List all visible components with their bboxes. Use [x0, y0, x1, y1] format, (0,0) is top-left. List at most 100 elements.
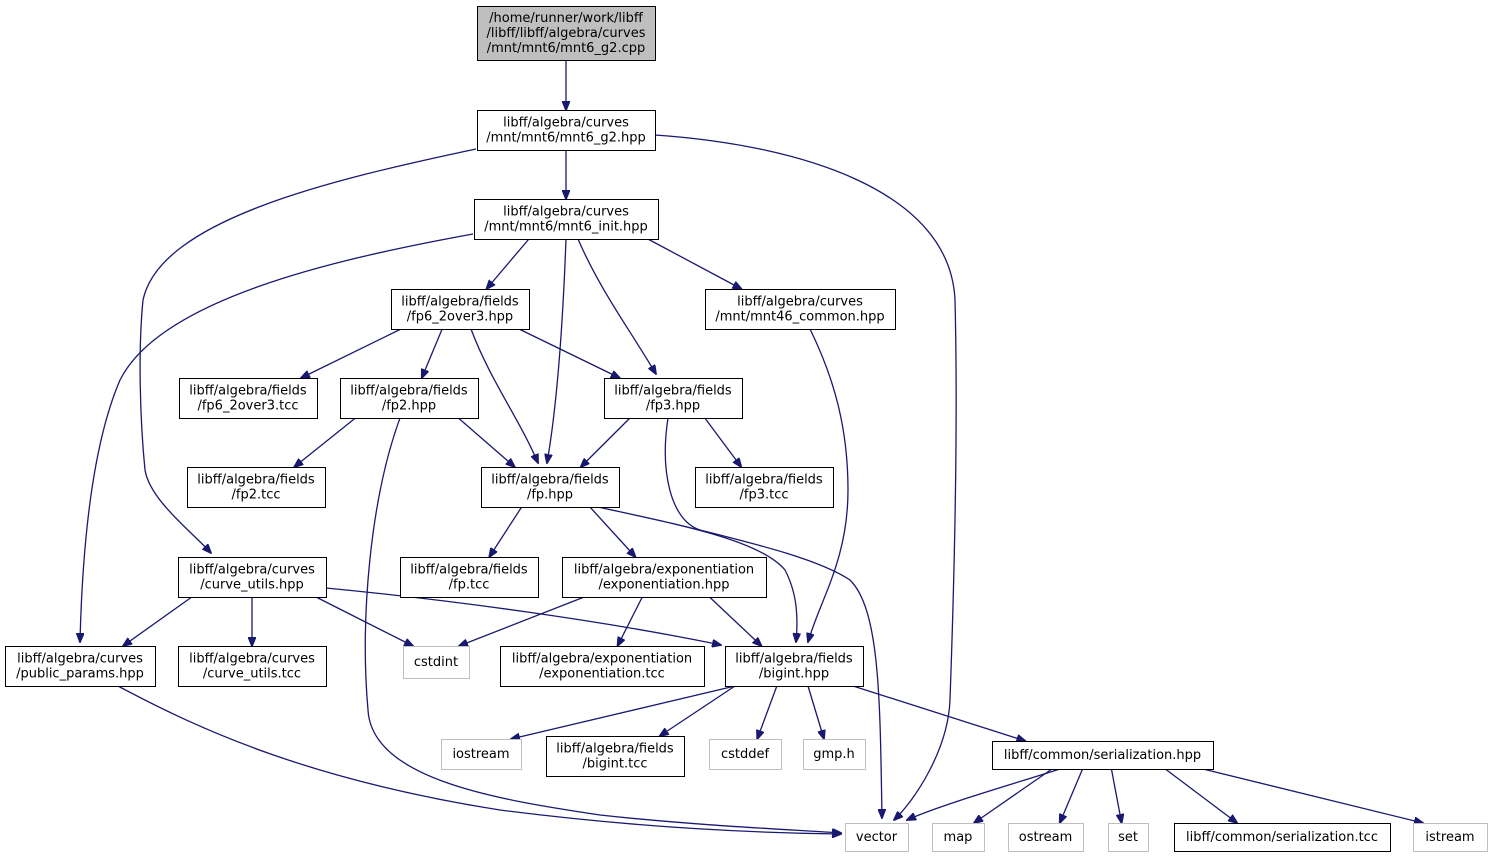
node-label-line: libff/algebra/fields — [735, 652, 853, 667]
node-label-line: /exponentiation.tcc — [539, 667, 665, 682]
node-box — [1008, 823, 1084, 852]
edge-line — [518, 328, 620, 378]
edge-line — [80, 233, 474, 642]
edge-line — [577, 238, 656, 374]
node-box — [400, 557, 539, 598]
edge-mnt6_g2_hpp-to-vector — [654, 134, 957, 820]
node-label-line: /fp2.tcc — [231, 488, 280, 503]
node-bigint-tcc[interactable]: libff/algebra/fields/bigint.tcc — [546, 736, 685, 777]
node-label-line: libff/algebra/curves — [503, 116, 629, 131]
edge-serialization_hpp-to-ostream — [1060, 768, 1084, 823]
node-label-line: vector — [856, 830, 898, 845]
node-label-line: map — [944, 830, 973, 845]
node-map: map — [932, 823, 985, 852]
edge-line — [487, 238, 530, 289]
node-serialization-hpp[interactable]: libff/common/serialization.hpp — [992, 741, 1214, 770]
edge-fp3_hpp-to-vector — [664, 417, 882, 818]
edge-line — [301, 328, 402, 378]
node-label-line: /fp2.hpp — [382, 399, 436, 414]
node-label-line: libff/algebra/exponentiation — [512, 652, 692, 667]
node-box — [695, 467, 834, 508]
node-bigint-hpp[interactable]: libff/algebra/fields/bigint.hpp — [725, 646, 864, 687]
node-box — [705, 289, 896, 330]
node-label-line: /fp6_2over3.hpp — [407, 310, 513, 325]
node-label-line: libff/algebra/fields — [189, 384, 307, 399]
edge-bigint_hpp-to-cstddef — [757, 685, 778, 739]
node-box — [178, 646, 327, 687]
node-fp6-2over3-tcc[interactable]: libff/algebra/fields/fp6_2over3.tcc — [179, 378, 318, 419]
edge-line — [422, 328, 443, 378]
node-label-line: ostream — [1019, 830, 1073, 845]
node-box — [477, 6, 656, 61]
node-fp2-hpp[interactable]: libff/algebra/fields/fp2.hpp — [340, 378, 479, 419]
edge-curve_utils_hpp-to-public_params_hpp — [123, 596, 193, 646]
node-label-line: libff/algebra/exponentiation — [574, 563, 754, 578]
edge-fp_hpp-to-bigint_hpp — [597, 506, 797, 642]
node-box — [1108, 823, 1149, 852]
edge-fp2_hpp-to-fp_hpp — [457, 417, 514, 467]
edge-line — [1060, 768, 1084, 823]
node-label-line: libff/common/serialization.hpp — [1004, 748, 1201, 763]
edge-mnt6_init_hpp-to-fp_hpp — [547, 238, 567, 463]
edge-line — [597, 506, 797, 642]
node-label-line: /mnt/mnt46_common.hpp — [715, 310, 884, 325]
edge-line — [664, 417, 882, 818]
node-fp-hpp[interactable]: libff/algebra/fields/fp.hpp — [481, 467, 620, 508]
node-label-line: /bigint.tcc — [583, 757, 648, 772]
node-curve-utils-hpp[interactable]: libff/algebra/curves/curve_utils.hpp — [178, 557, 327, 598]
edge-line — [709, 596, 762, 646]
node-mnt6-g2-hpp[interactable]: libff/algebra/curves/mnt/mnt6/mnt6_g2.hp… — [477, 110, 656, 151]
node-label-line: /curve_utils.hpp — [200, 578, 304, 593]
node-fp2-tcc[interactable]: libff/algebra/fields/fp2.tcc — [187, 467, 326, 508]
node-label-line: libff/algebra/fields — [556, 742, 674, 757]
edge-line — [907, 768, 1061, 820]
node-exponentiation-hpp[interactable]: libff/algebra/exponentiation/exponentiat… — [562, 557, 767, 598]
node-label-line: libff/algebra/curves — [189, 563, 315, 578]
node-label-line: /libff/libff/algebra/curves — [487, 26, 646, 41]
edge-serialization_hpp-to-serialization_tcc — [1164, 768, 1237, 823]
node-fp3-hpp[interactable]: libff/algebra/fields/fp3.hpp — [604, 378, 743, 419]
node-vector: vector — [845, 823, 909, 852]
node-istream: istream — [1413, 823, 1488, 852]
node-fp-tcc[interactable]: libff/algebra/fields/fp.tcc — [400, 557, 539, 598]
edge-line — [457, 417, 514, 467]
node-mnt6-init-hpp[interactable]: libff/algebra/curves/mnt/mnt6/mnt6_init.… — [474, 199, 659, 240]
node-box — [403, 646, 470, 679]
node-label-line: /fp.hpp — [527, 488, 573, 503]
edge-mnt6_g2_hpp-to-curve_utils_hpp — [139, 148, 477, 553]
node-label-line: libff/algebra/curves — [503, 205, 629, 220]
node-box — [709, 739, 782, 770]
edge-mnt6_init_hpp-to-fp6_2over3_hpp — [487, 238, 530, 289]
node-fp3-tcc[interactable]: libff/algebra/fields/fp3.tcc — [695, 467, 834, 508]
node-public-params-hpp[interactable]: libff/algebra/curves/public_params.hpp — [5, 646, 156, 687]
node-label-line: set — [1118, 830, 1138, 845]
edge-line — [459, 596, 585, 646]
node-mnt46-common-hpp[interactable]: libff/algebra/curves/mnt/mnt46_common.hp… — [705, 289, 896, 330]
node-box — [178, 557, 327, 598]
nodes-layer: /home/runner/work/libff/libff/libff/alge… — [5, 6, 1488, 852]
edge-bigint_hpp-to-gmp_h — [807, 685, 824, 739]
edge-line — [654, 134, 957, 820]
edge-fp6_2over3_hpp-to-fp2_hpp — [422, 328, 443, 378]
node-box — [441, 739, 522, 770]
node-label-line: libff/algebra/curves — [737, 295, 863, 310]
node-exponentiation-tcc[interactable]: libff/algebra/exponentiation/exponentiat… — [500, 646, 705, 687]
node-label-line: /mnt/mnt6/mnt6_g2.cpp — [487, 41, 646, 56]
edge-line — [470, 328, 538, 463]
node-label-line: /fp6_2over3.tcc — [197, 399, 298, 414]
edge-line — [123, 596, 193, 646]
node-label-line: /bigint.hpp — [759, 667, 829, 682]
node-curve-utils-tcc[interactable]: libff/algebra/curves/curve_utils.tcc — [178, 646, 327, 687]
node-box — [179, 378, 318, 419]
node-fp6-2over3-hpp[interactable]: libff/algebra/fields/fp6_2over3.hpp — [391, 289, 530, 330]
edge-line — [852, 685, 1025, 741]
node-label-line: libff/algebra/fields — [614, 384, 732, 399]
node-box — [845, 823, 909, 852]
node-box — [1413, 823, 1488, 852]
edge-exponentiation_hpp-to-cstdint — [459, 596, 585, 646]
node-label-line: /curve_utils.tcc — [203, 667, 301, 682]
edge-line — [647, 238, 742, 289]
node-serialization-tcc[interactable]: libff/common/serialization.tcc — [1174, 823, 1391, 852]
node-label-line: libff/algebra/fields — [350, 384, 468, 399]
